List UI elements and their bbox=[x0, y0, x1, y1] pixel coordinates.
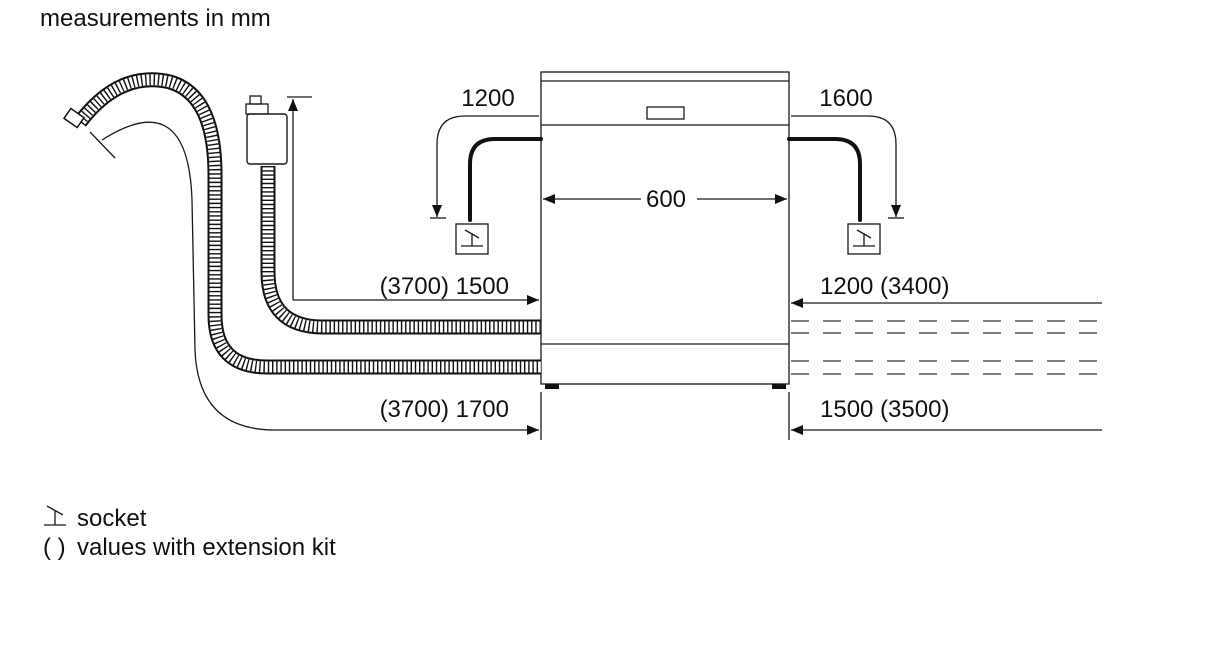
power-right-label: 1600 bbox=[819, 85, 872, 112]
drain-hose-left bbox=[62, 72, 541, 375]
inlet-right-dimension: 1200 (3400) bbox=[791, 273, 1102, 308]
water-inlet-valve bbox=[245, 95, 288, 165]
width-dimension: 600 bbox=[543, 186, 787, 213]
hoses-right-dashed bbox=[791, 320, 1102, 375]
drain-hose-end bbox=[62, 107, 86, 129]
drain-right-label: 1500 (3500) bbox=[820, 396, 949, 423]
power-left-label: 1200 bbox=[461, 85, 514, 112]
left-foot bbox=[545, 384, 559, 389]
inlet-left-dimension: (3700) 1500 bbox=[287, 96, 539, 305]
drain-left-dimension: (3700) 1700 bbox=[101, 121, 539, 435]
power-cord-left: 1200 bbox=[430, 85, 543, 222]
inlet-right-label: 1200 (3400) bbox=[820, 273, 949, 300]
socket-icon bbox=[44, 505, 66, 526]
inlet-hose-left bbox=[260, 166, 541, 335]
legend-socket-label: socket bbox=[77, 505, 147, 532]
right-foot bbox=[772, 384, 786, 389]
socket-right-icon bbox=[847, 223, 881, 255]
legend: socket ( ) values with extension kit bbox=[43, 505, 336, 561]
socket-left-icon bbox=[455, 223, 489, 255]
drain-left-label: (3700) 1700 bbox=[380, 396, 509, 423]
control-panel-display bbox=[646, 106, 685, 120]
legend-extension-symbol: ( ) bbox=[43, 534, 66, 561]
power-cord-right: 1600 bbox=[787, 85, 904, 222]
diagram-title: measurements in mm bbox=[40, 5, 271, 32]
width-label: 600 bbox=[646, 186, 686, 213]
dishwasher-appliance bbox=[540, 71, 790, 389]
inlet-left-label: (3700) 1500 bbox=[380, 273, 509, 300]
drain-right-dimension: 1500 (3500) bbox=[791, 396, 1102, 435]
legend-extension-label: values with extension kit bbox=[77, 534, 336, 561]
